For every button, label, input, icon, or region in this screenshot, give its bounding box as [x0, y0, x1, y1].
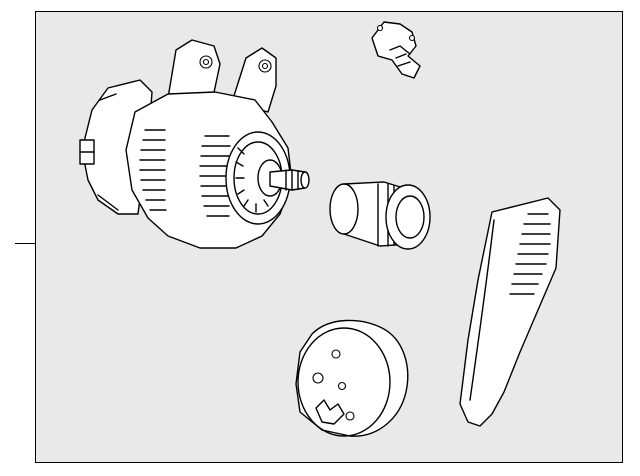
alternator-icon	[79, 39, 310, 249]
pulley-icon	[329, 181, 431, 250]
connector-icon	[371, 21, 421, 79]
rear-cover-icon	[295, 319, 409, 437]
callout-leader-line	[15, 243, 35, 244]
belt-icon	[459, 197, 561, 427]
